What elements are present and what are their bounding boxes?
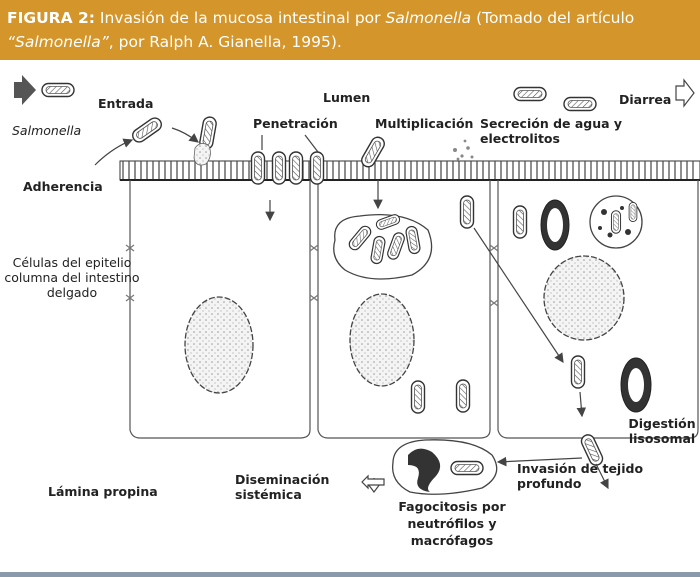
caption-text-1: Invasión de la mucosa intestinal por xyxy=(94,9,386,27)
lysosomal-bodies xyxy=(410,195,652,414)
label-salmonella: Salmonella xyxy=(12,123,82,138)
penetration-bacteria xyxy=(250,134,325,222)
figure-caption: FIGURA 2: Invasión de la mucosa intestin… xyxy=(7,6,697,54)
secretion-droplets xyxy=(453,139,474,161)
fagocitosis-line-1: Fagocitosis por xyxy=(398,499,506,514)
celulas-line-2: columna del intestino xyxy=(4,270,140,285)
caption-italic-2: “Salmonella” xyxy=(7,33,109,51)
label-penetracion: Penetración xyxy=(253,116,338,131)
invasion-path xyxy=(459,195,609,490)
label-diarrea: Diarrea xyxy=(619,92,672,107)
entry-bacteria xyxy=(129,114,218,166)
label-invasion: Invasión de tejido profundo xyxy=(517,461,644,491)
figure-header: FIGURA 2: Invasión de la mucosa intestin… xyxy=(0,0,700,60)
diseminacion-line-2: sistémica xyxy=(235,487,302,502)
caption-italic-1: Salmonella xyxy=(385,9,472,27)
fagocitosis-line-3: macrófagos xyxy=(410,533,494,548)
adherencia-arrow xyxy=(94,138,134,166)
multiplication-vacuole xyxy=(333,134,433,280)
label-entrada: Entrada xyxy=(98,96,154,111)
diarrhea-bacteria xyxy=(513,78,695,112)
label-adherencia: Adherencia xyxy=(23,179,103,194)
footer-bar xyxy=(0,572,700,577)
digestion-line-1: Digestión xyxy=(628,416,696,431)
label-lamina: Lámina propina xyxy=(48,484,158,499)
phagocyte-cell xyxy=(361,439,498,495)
mucosa-invasion-diagram: Salmonella Entrada Lumen Diarrea Penetra… xyxy=(0,60,700,572)
celulas-line-1: Células del epitelio xyxy=(12,255,132,270)
epithelial-cells xyxy=(125,180,699,439)
diagram-drawing xyxy=(14,75,700,495)
salmonella-marker xyxy=(14,75,75,105)
fagocitosis-line-2: neutrófilos y xyxy=(407,516,497,531)
diseminacion-line-1: Diseminación xyxy=(235,472,330,487)
label-diseminacion: Diseminación sistémica xyxy=(235,472,329,502)
digestion-line-2: lisosomal xyxy=(628,431,696,446)
label-digestion: Digestión lisosomal xyxy=(624,416,700,446)
label-lumen: Lumen xyxy=(323,90,371,105)
caption-text-2: (Tomado del artículo xyxy=(471,9,635,27)
celulas-line-3: delgado xyxy=(46,285,98,300)
brush-border xyxy=(119,160,700,181)
caption-text-3: , por Ralph A. Gianella, 1995). xyxy=(108,33,342,51)
figure-label: FIGURA 2: xyxy=(7,9,95,27)
label-fagocitosis: Fagocitosis por neutrófilos y macrófagos xyxy=(392,498,512,549)
label-multiplicacion: Multiplicación xyxy=(375,116,474,131)
label-celulas: Células del epitelio columna del intesti… xyxy=(2,255,142,300)
cell-nuclei xyxy=(184,255,625,394)
label-secrecion: Secreción de agua y electrolitos xyxy=(480,116,623,146)
